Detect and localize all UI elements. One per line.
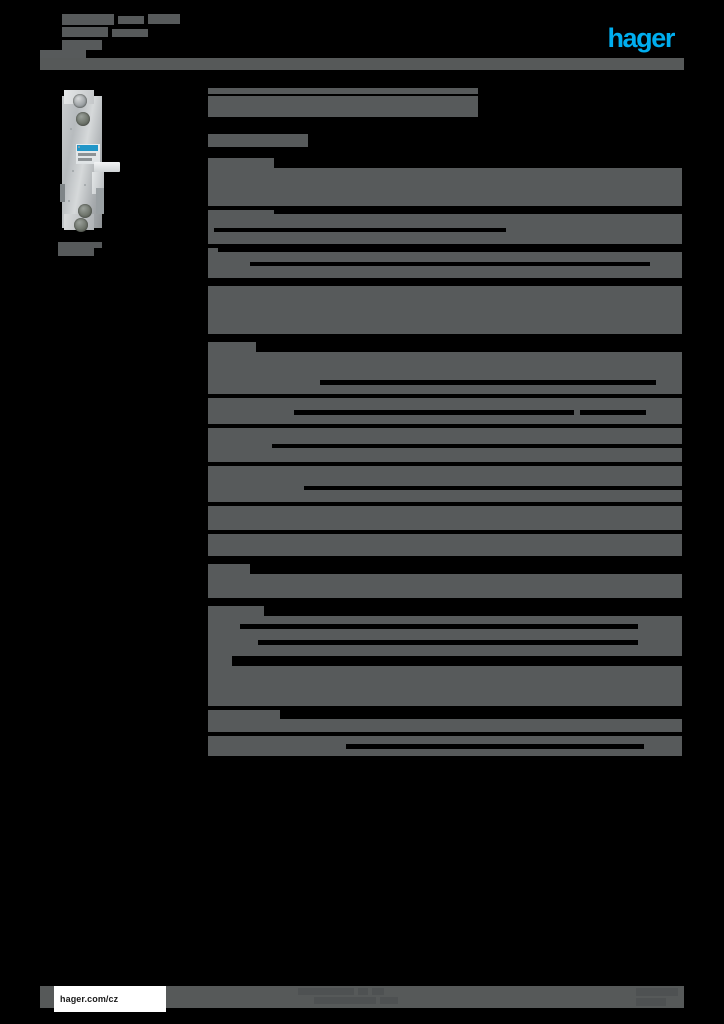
- device-label-text-line-1: [78, 153, 96, 156]
- row-gap: [208, 732, 682, 736]
- table-row: [208, 248, 682, 278]
- page-footer: hager.com/cz: [40, 982, 684, 1012]
- page-header: hager: [40, 0, 684, 72]
- row-gap: [208, 502, 682, 506]
- section-gap: [208, 278, 682, 286]
- header-title-line-2: [118, 16, 144, 24]
- device-texture-speck: [70, 128, 72, 130]
- table-row: [208, 286, 682, 334]
- footer-center-line-4: [314, 997, 376, 1004]
- row-gap: [208, 244, 682, 248]
- table-row: [208, 466, 682, 502]
- header-title-line-6: [62, 40, 102, 50]
- table-row: [208, 616, 682, 666]
- section-heading-row: [208, 564, 682, 574]
- header-divider: [40, 58, 684, 70]
- section-heading-redacted: [208, 342, 256, 352]
- hager-logo[interactable]: hager: [588, 23, 675, 53]
- value-leader-gap: [320, 380, 656, 385]
- table-row: [208, 398, 682, 424]
- value-leader-gap: [258, 640, 638, 645]
- document-title-redacted: [208, 96, 478, 117]
- section-gap: [208, 556, 682, 564]
- header-title-line-1: [62, 14, 114, 25]
- document-subtitle-redacted: [208, 134, 308, 147]
- row-gap: [208, 206, 682, 210]
- table-row: [208, 506, 682, 530]
- table-row: [208, 574, 682, 598]
- footer-center-line-3: [372, 988, 384, 995]
- section-gap: [208, 334, 682, 342]
- footer-center-line-5: [380, 997, 398, 1004]
- table-row: [208, 710, 682, 732]
- section-heading-redacted: [208, 158, 274, 168]
- value-leader-gap: [294, 410, 574, 415]
- product-photo: [56, 88, 128, 234]
- terminal-screw-bottom-1: [78, 204, 92, 218]
- product-image-column: [40, 84, 190, 274]
- table-row: [208, 666, 682, 706]
- section-gap: [208, 598, 682, 606]
- device-texture-speck: [72, 170, 74, 172]
- table-row: [208, 428, 682, 462]
- footer-page-number-line-1: [636, 988, 678, 996]
- header-rule-accent: [40, 50, 86, 59]
- value-leader-gap: [250, 262, 650, 266]
- value-leader-gap: [346, 744, 644, 749]
- row-gap: [208, 424, 682, 428]
- device-side-slot: [96, 188, 104, 214]
- footer-url-box[interactable]: hager.com/cz: [54, 986, 166, 1012]
- terminal-screw-top-1: [73, 94, 87, 108]
- header-title-redacted: [62, 14, 182, 52]
- device-label-blue-stripe: [77, 145, 98, 151]
- document-title-ascenders: [208, 88, 478, 94]
- section-heading-redacted: [208, 606, 264, 616]
- device-rail-notch: [60, 184, 65, 202]
- row-gap: [208, 462, 682, 466]
- hager-logo-text: hager: [607, 23, 675, 53]
- specification-table: [208, 158, 682, 756]
- device-actuator-lever: [94, 162, 120, 172]
- terminal-screw-bottom-2: [74, 218, 88, 232]
- section-heading-row: [208, 606, 682, 616]
- device-texture-speck: [78, 146, 80, 148]
- value-leader-gap: [580, 410, 646, 415]
- value-leader-gap: [218, 248, 682, 252]
- section-heading-row: [208, 342, 682, 352]
- footer-page-number-line-2: [636, 998, 666, 1006]
- row-gap: [208, 530, 682, 534]
- value-leader-gap: [232, 656, 682, 666]
- row-gap: [208, 706, 682, 710]
- table-row: [208, 736, 682, 756]
- table-row: [208, 168, 682, 206]
- table-row: [208, 210, 682, 244]
- terminal-screw-top-2: [76, 112, 90, 126]
- section-heading-redacted: [208, 564, 250, 574]
- value-leader-gap: [304, 486, 682, 490]
- header-title-line-3: [148, 14, 180, 24]
- footer-url-text: hager.com/cz: [60, 994, 119, 1004]
- header-title-line-5: [112, 29, 148, 37]
- row-gap: [208, 394, 682, 398]
- value-leader-gap: [240, 624, 638, 629]
- value-leader-gap: [280, 710, 682, 719]
- din-rail-device-illustration: [56, 88, 128, 234]
- header-title-line-4: [62, 27, 108, 37]
- table-row: [208, 534, 682, 556]
- value-leader-gap: [214, 228, 506, 232]
- device-texture-speck: [68, 200, 70, 202]
- section-heading-row: [208, 158, 682, 168]
- value-leader-gap: [274, 210, 682, 214]
- footer-center-line-2: [358, 988, 368, 995]
- value-leader-gap: [272, 444, 682, 448]
- main-content-column: [208, 84, 682, 147]
- device-texture-speck: [84, 184, 86, 186]
- product-caption-line-2: [58, 244, 94, 256]
- footer-center-line-1: [298, 988, 354, 995]
- table-row: [208, 352, 682, 394]
- device-label-text-line-2: [78, 158, 92, 161]
- footer-page-number-redacted: [636, 988, 678, 1006]
- footer-center-redacted: [298, 988, 418, 1006]
